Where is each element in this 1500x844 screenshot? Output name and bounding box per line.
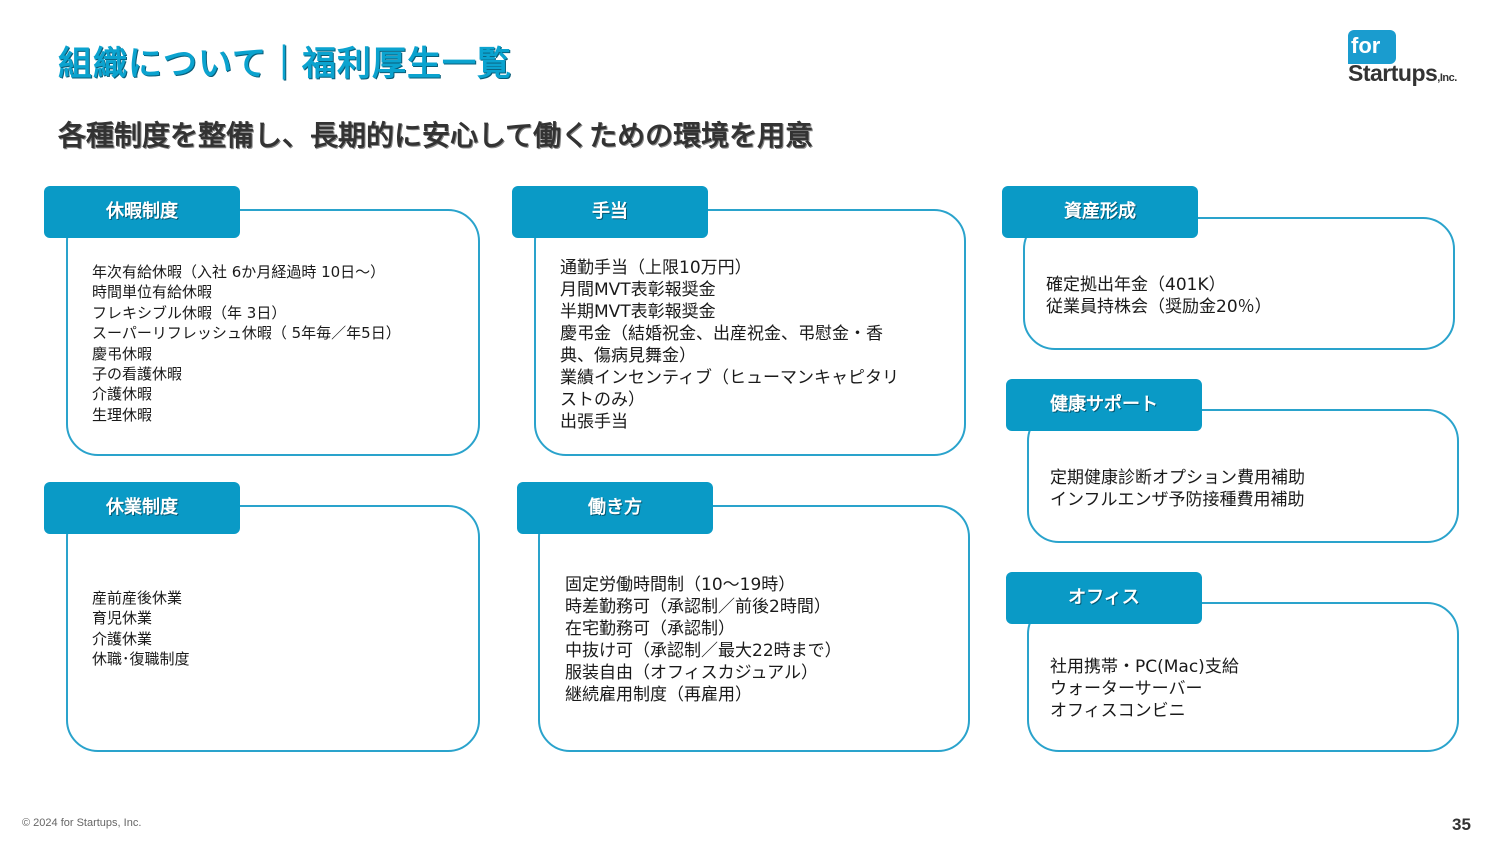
health-tab: 健康サポート xyxy=(1006,379,1202,431)
list-item: 子の看護休暇 xyxy=(92,365,183,384)
leave-card xyxy=(66,505,480,752)
list-item: 固定労働時間制（10～19時） xyxy=(565,575,796,595)
list-item: 年次有給休暇（入社 6か月経過時 10日～） xyxy=(92,263,386,281)
list-item: 慶弔金（結婚祝金、出産祝金、弔慰金・香 xyxy=(560,324,883,344)
list-item: 休職･復職制度 xyxy=(92,650,190,669)
list-item: ウォーターサーバー xyxy=(1050,679,1203,699)
list-item: 通勤手当（上限10万円） xyxy=(560,258,752,278)
list-item: 確定拠出年金（401K） xyxy=(1046,275,1226,295)
allowance-tab: 手当 xyxy=(512,186,708,238)
list-item: 業績インセンティブ（ヒューマンキャピタリ xyxy=(560,368,899,388)
health-card xyxy=(1027,409,1459,543)
health-list: 定期健康診断オプション費用補助インフルエンザ予防接種費用補助 xyxy=(1050,467,1305,511)
vacation-list: 年次有給休暇（入社 6か月経過時 10日～） 時間単位有給休暇フレキシブル休暇（年… xyxy=(92,262,401,425)
list-item: 社用携帯・PC(Mac)支給 xyxy=(1050,657,1239,677)
workstyle-tab: 働き方 xyxy=(517,482,713,534)
list-item: ストのみ） xyxy=(560,390,645,410)
copyright: © 2024 for Startups, Inc. xyxy=(22,817,142,829)
list-item: スーパーリフレッシュ休暇（ 5年毎／年5日） xyxy=(92,324,401,343)
list-item: 慶弔休暇 xyxy=(92,344,153,363)
logo-suffix: ,Inc. xyxy=(1437,72,1457,84)
list-item: 生理休暇 xyxy=(92,405,153,424)
page-number: 35 xyxy=(1452,815,1471,834)
workstyle-list: 固定労働時間制（10～19時）時差勤務可（承認制／前後2時間）在宅勤務可（承認制… xyxy=(565,574,842,706)
list-item: 典、傷病見舞金） xyxy=(560,346,696,366)
list-item: 半期MVT表彰報奨金 xyxy=(560,302,716,322)
list-item: インフルエンザ予防接種費用補助 xyxy=(1050,490,1305,510)
list-item: 在宅勤務可（承認制） xyxy=(565,619,735,639)
list-item: フレキシブル休暇（年 3日） xyxy=(92,303,287,322)
vacation-tab: 休暇制度 xyxy=(44,186,240,238)
list-item: 介護休暇 xyxy=(92,385,153,404)
vacation-card xyxy=(66,209,480,456)
logo-name: Startups xyxy=(1348,60,1438,86)
assets-tab: 資産形成 xyxy=(1002,186,1198,238)
list-item: 定期健康診断オプション費用補助 xyxy=(1050,468,1305,488)
leave-list: 産前産後休業育児休業介護休業休職･復職制度 xyxy=(92,588,190,670)
page-title: 組織について｜福利厚生一覧 xyxy=(58,44,512,84)
assets-list: 確定拠出年金（401K）従業員持株会（奨励金20％） xyxy=(1046,274,1272,318)
list-item: 介護休業 xyxy=(92,629,153,648)
list-item: 中抜け可（承認制／最大22時まで） xyxy=(565,641,842,661)
list-item: 服装自由（オフィスカジュアル） xyxy=(565,663,818,683)
office-list: 社用携帯・PC(Mac)支給ウォーターサーバーオフィスコンビニ xyxy=(1050,656,1239,722)
allowance-card xyxy=(534,209,966,456)
list-item: 従業員持株会（奨励金20％） xyxy=(1046,297,1272,317)
workstyle-card xyxy=(538,505,970,752)
page-subtitle: 各種制度を整備し、長期的に安心して働くための環境を用意 xyxy=(58,119,814,152)
list-item: 時差勤務可（承認制／前後2時間） xyxy=(565,597,831,617)
list-item: 継続雇用制度（再雇用） xyxy=(565,685,752,705)
list-item: 出張手当 xyxy=(560,412,628,432)
list-item: 時間単位有給休暇 xyxy=(92,283,213,302)
company-logo: for Startups,Inc. xyxy=(1348,30,1478,92)
leave-tab: 休業制度 xyxy=(44,482,240,534)
logo-mark: for xyxy=(1348,30,1396,64)
office-tab: オフィス xyxy=(1006,572,1202,624)
logo-wordmark: Startups,Inc. xyxy=(1348,60,1457,87)
allowance-list: 通勤手当（上限10万円）月間MVT表彰報奨金半期MVT表彰報奨金慶弔金（結婚祝金… xyxy=(560,257,899,433)
list-item: 産前産後休業 xyxy=(92,589,183,607)
assets-card xyxy=(1023,217,1455,350)
list-item: 育児休業 xyxy=(92,609,153,628)
list-item: オフィスコンビニ xyxy=(1050,701,1186,721)
list-item: 月間MVT表彰報奨金 xyxy=(560,280,716,300)
office-card xyxy=(1027,602,1459,752)
